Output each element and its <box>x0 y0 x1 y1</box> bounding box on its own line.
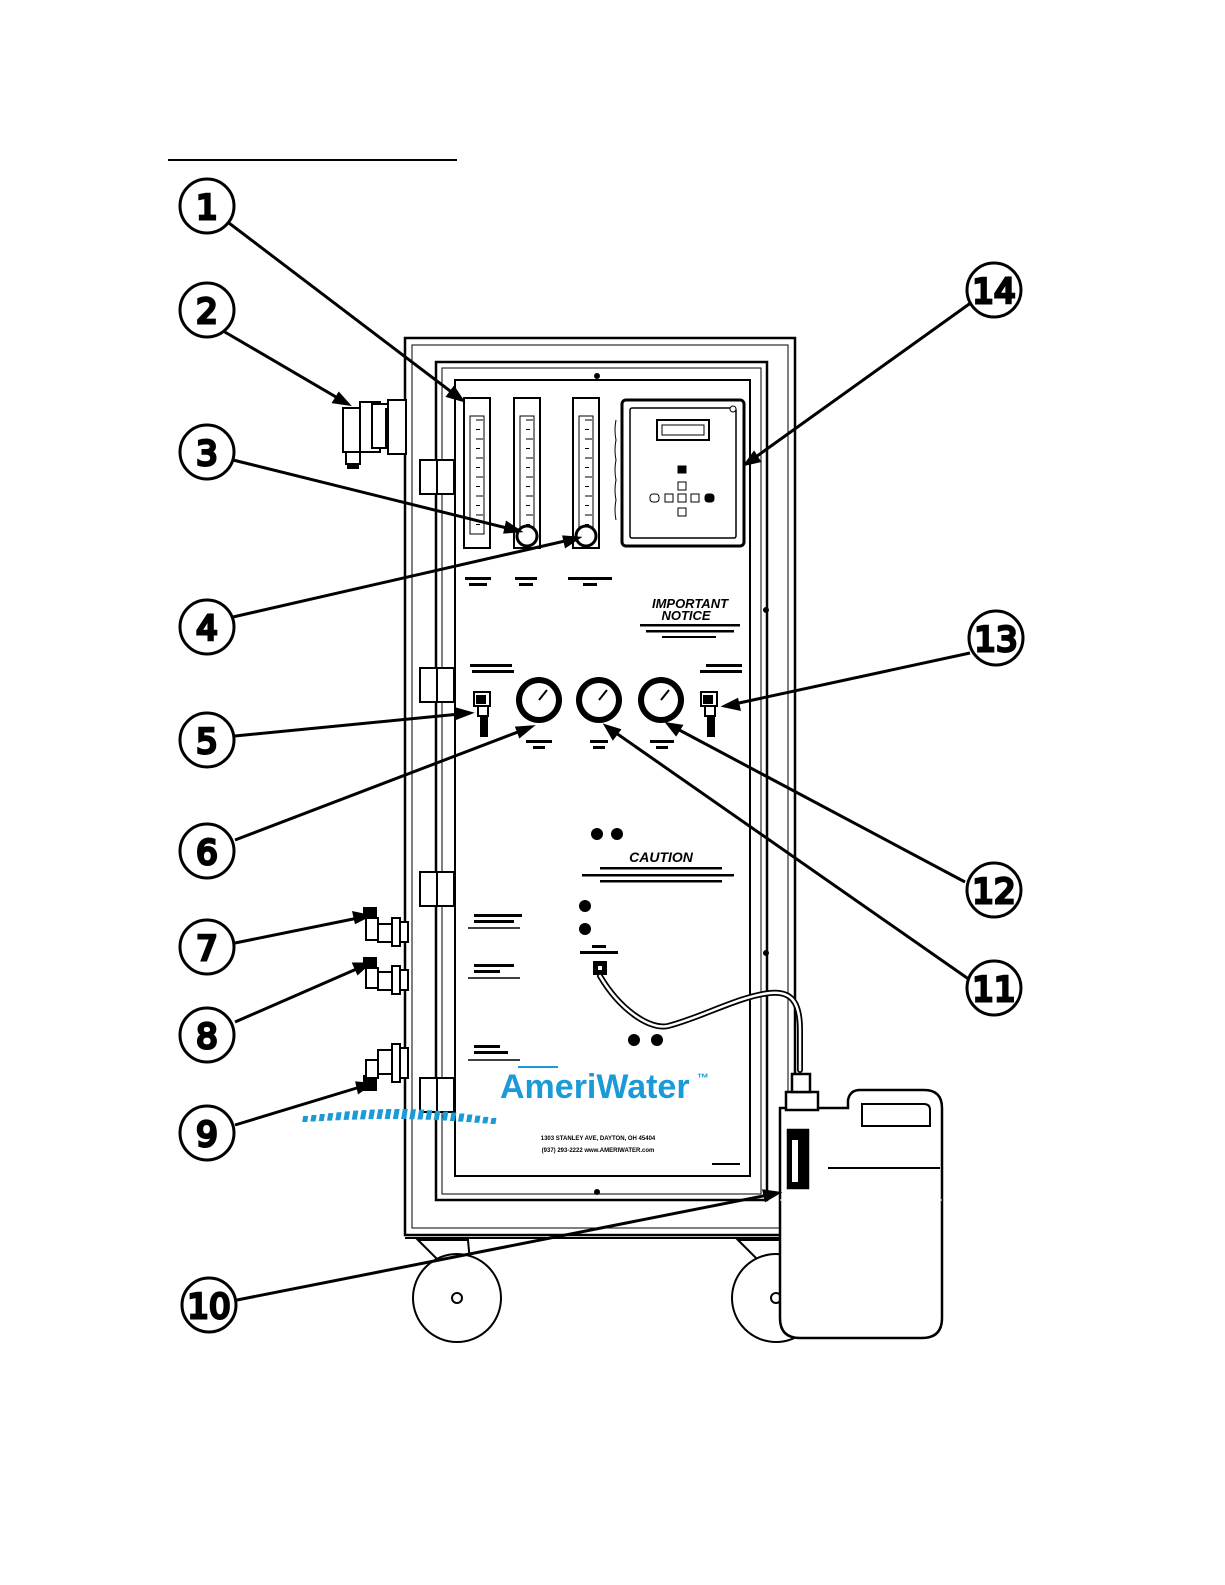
cip-connection-label <box>580 945 618 954</box>
callout-7: 7 <box>180 920 234 974</box>
svg-text:5: 5 <box>196 722 218 762</box>
callout-9: 9 <box>180 1106 234 1160</box>
callout-3: 3 <box>180 425 234 479</box>
callout-8: 8 <box>180 1008 234 1062</box>
cip-hose <box>600 976 800 1070</box>
svg-text:1: 1 <box>196 188 218 228</box>
important-notice-subtitle: NOTICE <box>661 608 710 623</box>
svg-text:8: 8 <box>196 1017 218 1057</box>
plumbing-labels <box>468 914 522 1060</box>
svg-text:7: 7 <box>196 929 218 969</box>
wave-dash <box>344 1111 351 1120</box>
wave-dash <box>319 1114 325 1121</box>
gauge-pump-pressure <box>576 677 622 749</box>
flowmeter-labels <box>465 577 612 586</box>
callout-13: 13 <box>969 611 1023 665</box>
svg-text:12: 12 <box>972 872 1015 912</box>
svg-text:13: 13 <box>974 620 1017 660</box>
svg-text:3: 3 <box>196 434 218 474</box>
brand-trademark: ™ <box>697 1071 709 1085</box>
gauge-incoming-pressure <box>516 677 562 749</box>
wave-dash <box>458 1113 464 1121</box>
wave-dash <box>335 1112 341 1120</box>
caution-title: CAUTION <box>629 849 694 865</box>
wave-dash <box>368 1110 375 1120</box>
caution-fineprint <box>582 867 734 883</box>
svg-text:6: 6 <box>196 833 218 873</box>
callout-1: 1 <box>180 179 234 233</box>
svg-text:11: 11 <box>972 970 1015 1010</box>
wave-dash <box>482 1117 488 1124</box>
gauge-reject-pressure <box>638 677 684 749</box>
wave-dash <box>385 1109 392 1119</box>
sample-port-labels <box>470 664 742 673</box>
address-line: 1303 STANLEY AVE, DAYTON, OH 45404 <box>541 1136 656 1142</box>
brand-name: AmeriWater <box>500 1068 690 1106</box>
callout-12: 12 <box>967 863 1021 917</box>
wave-dash <box>401 1109 408 1119</box>
electrical-connector <box>343 400 406 468</box>
callout-5: 5 <box>180 713 234 767</box>
callout-11: 11 <box>967 961 1021 1015</box>
brand-wave-logo <box>302 1109 496 1124</box>
wave-dash <box>302 1116 308 1122</box>
callout-4: 4 <box>180 600 234 654</box>
svg-text:9: 9 <box>196 1115 218 1155</box>
sample-port-left <box>474 692 490 736</box>
cleaning-jug <box>780 1074 942 1338</box>
callout-10: 10 <box>182 1278 236 1332</box>
wave-dash <box>393 1109 400 1119</box>
cip-connector <box>594 962 606 974</box>
controller-unit <box>622 400 744 546</box>
wave-dash <box>417 1110 424 1120</box>
wave-dash <box>360 1110 367 1119</box>
phone-line: (937) 293-2222 www.AMERIWATER.com <box>542 1148 655 1154</box>
wave-dash <box>352 1111 359 1120</box>
callout-2: 2 <box>180 283 234 337</box>
wave-dash <box>327 1113 333 1121</box>
controller-side-bumps <box>615 420 616 520</box>
callout-14: 14 <box>967 263 1021 317</box>
sample-port-right <box>701 692 717 736</box>
svg-text:14: 14 <box>972 272 1015 312</box>
wave-dash <box>466 1115 472 1123</box>
wave-dash <box>490 1118 496 1124</box>
svg-text:4: 4 <box>196 609 218 649</box>
wave-dash <box>310 1115 316 1122</box>
wave-dash <box>409 1109 416 1119</box>
important-notice-fineprint <box>640 624 740 638</box>
wave-dash <box>376 1109 383 1119</box>
svg-text:2: 2 <box>196 292 218 332</box>
product-water-port <box>364 908 408 946</box>
svg-text:10: 10 <box>187 1287 230 1327</box>
callout-6: 6 <box>180 824 234 878</box>
serial-tag <box>712 1163 740 1165</box>
wave-dash <box>474 1116 480 1123</box>
